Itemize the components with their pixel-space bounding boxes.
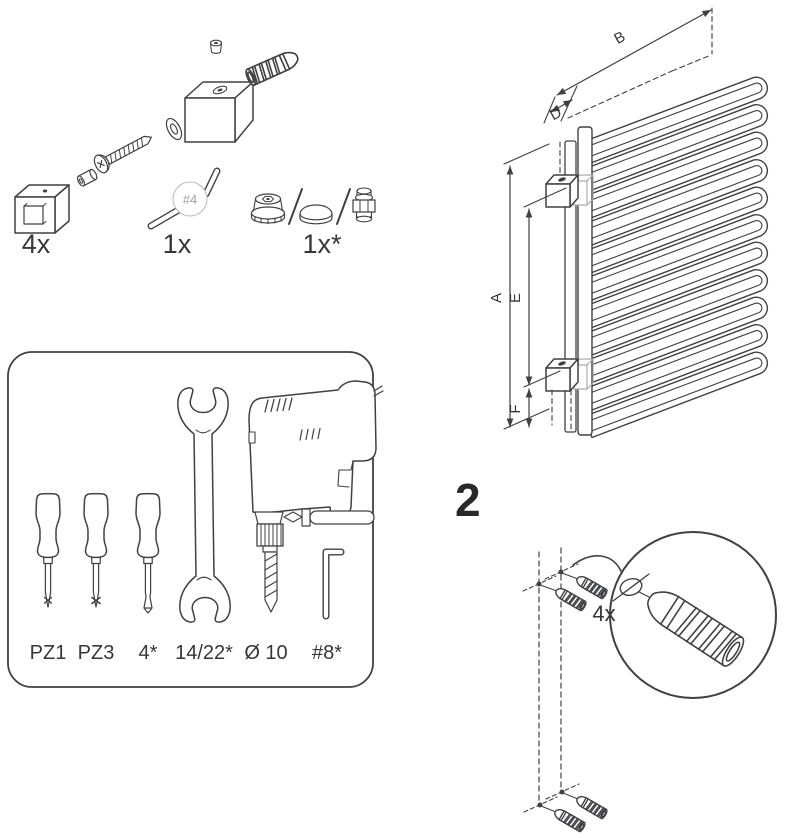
open-end-wrench: [177, 387, 231, 623]
wall-plug-part: [243, 47, 302, 88]
slash-divider: [336, 188, 351, 225]
radiator-diagram: B D A E F: [488, 7, 769, 439]
allen-key-size-label: #4: [183, 192, 197, 207]
wall-bracket-part: [184, 81, 254, 143]
dimension-depth: D: [547, 99, 573, 124]
dome-cap-part: [299, 204, 333, 225]
tool-label-flat: 4*: [139, 642, 158, 664]
screwdriver-pz3: [83, 492, 109, 608]
bracket-assembly-qty: 4x: [22, 229, 51, 259]
electric-drill: [248, 380, 384, 613]
valve-part: [352, 187, 376, 223]
bracket-assembly-drawing: 4x: [14, 39, 302, 259]
dim-label-D: D: [547, 104, 565, 124]
tools-box: PZ1 PZ3 4* 14/22* Ø 10 #8*: [7, 351, 384, 688]
dimension-bracket-offset: F: [507, 388, 533, 428]
plug-options-qty: 1x*: [302, 229, 342, 259]
drilling-diagram: 4x: [522, 531, 777, 834]
square-sleeve-part: [14, 184, 70, 234]
magnifier-leader-line: [572, 555, 622, 572]
allen-key-drawing: #4 1x: [147, 167, 221, 259]
anchors-qty-label: 4x: [592, 601, 615, 626]
slash-divider: [288, 188, 303, 225]
cap-part: [209, 39, 223, 54]
dim-label-B: B: [611, 28, 628, 48]
parts-kit-section: 4x #4 1x: [14, 39, 376, 259]
vent-plug-part: [250, 193, 286, 225]
tool-label-drill: Ø 10: [244, 642, 287, 664]
dimension-height: A: [488, 143, 550, 430]
tool-label-wrench: 14/22*: [175, 642, 233, 664]
tool-label-pz3: PZ3: [78, 642, 115, 664]
dim-label-E: E: [507, 293, 524, 303]
hole-cross-line: [612, 573, 650, 602]
dim-label-F: F: [507, 404, 524, 413]
pin-part: [76, 168, 98, 187]
drill-hole-mark: [619, 577, 643, 597]
magnified-wall-plug-detail: [612, 573, 749, 671]
plug-options-drawing: 1x*: [250, 187, 376, 259]
screwdriver-pz1: [35, 492, 61, 608]
screwdriver-flat: [135, 492, 161, 614]
insertion-axis-lines: [539, 572, 579, 813]
tool-label-pz1: PZ1: [30, 642, 67, 664]
radiator-tube-loops: [583, 76, 769, 439]
allen-key-qty: 1x: [163, 229, 192, 259]
washer-part: [165, 117, 183, 141]
dimension-bracket-span: E: [507, 187, 567, 388]
tool-label-hexkey: #8*: [312, 642, 342, 664]
screw-part: [93, 135, 152, 174]
dim-label-A: A: [488, 293, 505, 303]
hex-key: [322, 548, 345, 620]
step-number: 2: [455, 474, 481, 526]
hole-points: [536, 569, 565, 808]
